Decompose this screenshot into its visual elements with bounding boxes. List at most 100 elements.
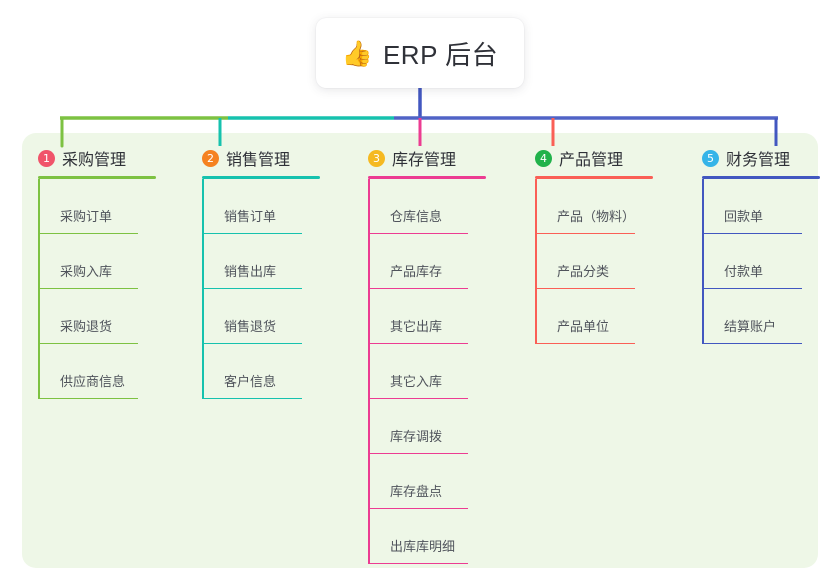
- column-spine: [368, 179, 370, 564]
- column-header-underline: [702, 176, 820, 179]
- list-item[interactable]: 采购入库: [38, 234, 190, 289]
- list-item[interactable]: 仓库信息: [368, 179, 520, 234]
- column-title: 财务管理: [726, 152, 791, 169]
- list-item[interactable]: 产品分类: [535, 234, 687, 289]
- root-node-content: 👍 ERP 后台: [342, 35, 498, 72]
- list-item-underline: [38, 397, 138, 399]
- column-title: 采购管理: [62, 152, 127, 169]
- list-item-underline: [38, 342, 138, 344]
- column-5: 5 财务管理回款单付款单结算账户: [694, 146, 839, 344]
- column-spine: [202, 179, 204, 399]
- list-item-label: 结算账户: [724, 319, 777, 334]
- list-item-label: 产品单位: [557, 319, 610, 334]
- list-item[interactable]: 产品（物料）: [535, 179, 687, 234]
- list-item-label: 销售退货: [224, 319, 277, 334]
- list-item-underline: [368, 397, 468, 399]
- root-node-title: ERP 后台: [382, 39, 499, 70]
- column-header-underline: [368, 176, 486, 179]
- list-item[interactable]: 库存盘点: [368, 454, 520, 509]
- list-item[interactable]: 销售订单: [202, 179, 354, 234]
- list-item-underline: [702, 287, 802, 289]
- list-item[interactable]: 采购订单: [38, 179, 190, 234]
- list-item-label: 其它入库: [390, 374, 443, 389]
- column-header-underline: [38, 176, 156, 179]
- list-item-label: 付款单: [724, 264, 764, 279]
- list-item-underline: [202, 287, 302, 289]
- number-badge-icon: 1: [38, 149, 55, 167]
- list-item-label: 采购入库: [60, 264, 113, 279]
- list-item-label: 采购订单: [60, 209, 113, 224]
- list-item[interactable]: 销售出库: [202, 234, 354, 289]
- number-badge-icon: 5: [702, 149, 719, 167]
- list-item-underline: [38, 287, 138, 289]
- list-item[interactable]: 付款单: [702, 234, 839, 289]
- list-item[interactable]: 产品库存: [368, 234, 520, 289]
- list-item-underline: [702, 342, 802, 344]
- column-header-1[interactable]: 1 采购管理: [30, 146, 190, 170]
- list-item-label: 出库库明细: [390, 539, 456, 554]
- list-item-underline: [368, 507, 468, 509]
- list-item[interactable]: 销售退货: [202, 289, 354, 344]
- column-3: 3 库存管理仓库信息产品库存其它出库其它入库库存调拨库存盘点出库库明细: [360, 146, 520, 564]
- list-item-label: 产品（物料）: [557, 209, 636, 224]
- list-item-label: 库存调拨: [390, 429, 443, 444]
- list-item-underline: [368, 342, 468, 344]
- list-item[interactable]: 供应商信息: [38, 344, 190, 399]
- root-node-card[interactable]: 👍 ERP 后台: [316, 18, 524, 88]
- list-item-underline: [368, 232, 468, 234]
- list-item-label: 客户信息: [224, 374, 277, 389]
- list-item-label: 销售出库: [224, 264, 277, 279]
- column-2: 2 销售管理销售订单销售出库销售退货客户信息: [194, 146, 354, 399]
- column-items: 产品（物料） 产品分类产品单位: [535, 179, 687, 344]
- list-item[interactable]: 其它出库: [368, 289, 520, 344]
- thumbs-up-icon: 👍: [341, 38, 373, 68]
- column-header-3[interactable]: 3 库存管理: [360, 146, 520, 170]
- column-title: 库存管理: [392, 152, 457, 169]
- list-item[interactable]: 库存调拨: [368, 399, 520, 454]
- column-1: 1 采购管理采购订单采购入库采购退货供应商信息: [30, 146, 190, 399]
- list-item-label: 其它出库: [390, 319, 443, 334]
- list-item-underline: [535, 342, 635, 344]
- list-item-label: 销售订单: [224, 209, 277, 224]
- column-items: 采购订单采购入库采购退货供应商信息: [38, 179, 190, 399]
- list-item-label: 采购退货: [60, 319, 113, 334]
- list-item[interactable]: 出库库明细: [368, 509, 520, 564]
- list-item-underline: [535, 287, 635, 289]
- list-item-underline: [202, 397, 302, 399]
- list-item[interactable]: 产品单位: [535, 289, 687, 344]
- column-items: 回款单付款单结算账户: [702, 179, 839, 344]
- column-title: 销售管理: [226, 152, 291, 169]
- column-header-5[interactable]: 5 财务管理: [694, 146, 839, 170]
- number-badge-icon: 2: [202, 149, 219, 167]
- column-spine: [38, 179, 40, 399]
- list-item-underline: [202, 232, 302, 234]
- list-item[interactable]: 采购退货: [38, 289, 190, 344]
- list-item[interactable]: 结算账户: [702, 289, 839, 344]
- list-item-label: 仓库信息: [390, 209, 443, 224]
- list-item-label: 产品库存: [390, 264, 443, 279]
- list-item-underline: [368, 562, 468, 564]
- list-item-underline: [368, 452, 468, 454]
- column-header-underline: [202, 176, 320, 179]
- list-item-label: 回款单: [724, 209, 764, 224]
- column-header-2[interactable]: 2 销售管理: [194, 146, 354, 170]
- number-badge-icon: 3: [368, 149, 385, 167]
- list-item-underline: [535, 232, 635, 234]
- list-item[interactable]: 客户信息: [202, 344, 354, 399]
- column-items: 销售订单销售出库销售退货客户信息: [202, 179, 354, 399]
- column-items: 仓库信息产品库存其它出库其它入库库存调拨库存盘点出库库明细: [368, 179, 520, 564]
- list-item-underline: [368, 287, 468, 289]
- column-spine: [535, 179, 537, 344]
- list-item-underline: [202, 342, 302, 344]
- list-item-label: 供应商信息: [60, 374, 126, 389]
- list-item[interactable]: 回款单: [702, 179, 839, 234]
- number-badge-icon: 4: [535, 149, 552, 167]
- diagram-panel: [22, 133, 818, 568]
- column-header-underline: [535, 176, 653, 179]
- column-spine: [702, 179, 704, 344]
- list-item-underline: [702, 232, 802, 234]
- list-item[interactable]: 其它入库: [368, 344, 520, 399]
